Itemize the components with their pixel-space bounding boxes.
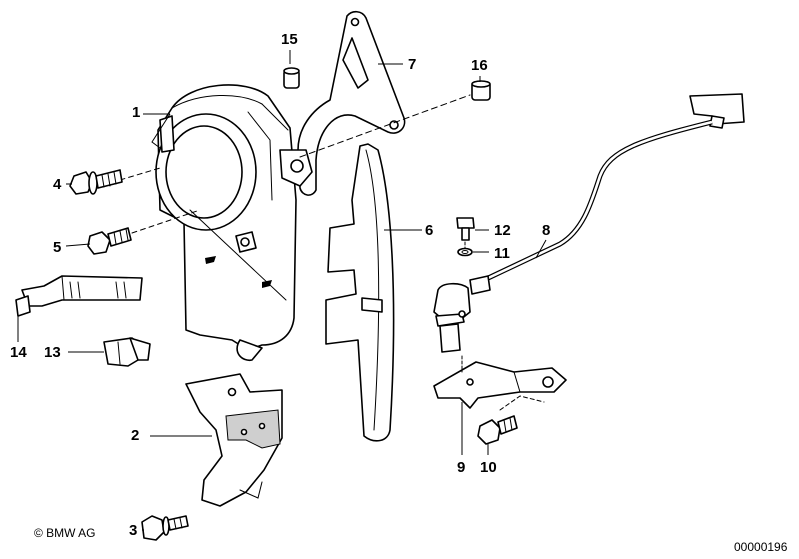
callout-3: 3: [129, 522, 138, 539]
part-15-sleeve: [283, 67, 300, 89]
callout-13: 13: [44, 344, 61, 361]
leader-lines: [17, 50, 547, 531]
part-14-strap: [15, 275, 143, 317]
callout-9: 9: [457, 459, 466, 476]
copyright-label: © BMW AG: [34, 526, 96, 540]
part-5-bolt: [87, 227, 132, 255]
drawing-number: 00000196: [734, 540, 788, 554]
part-13-clip: [103, 337, 151, 367]
callout-4: 4: [53, 176, 62, 193]
part-16-sleeve: [471, 80, 491, 101]
part-6-guide-rail: [325, 143, 395, 442]
part-4-bolt: [69, 169, 123, 195]
callout-14: 14: [10, 344, 27, 361]
callout-1: 1: [132, 104, 141, 121]
callout-15: 15: [281, 31, 298, 48]
part-10-bolt: [477, 415, 518, 445]
callout-6: 6: [425, 222, 434, 239]
part-7-bracket: [297, 10, 406, 196]
callout-5: 5: [53, 239, 62, 256]
callout-12: 12: [494, 222, 511, 239]
callout-11: 11: [494, 245, 510, 262]
part-8-sensor: [433, 93, 745, 353]
callout-10: 10: [480, 459, 497, 476]
part-9-sensor-bracket: [433, 361, 567, 409]
part-11-washer: [457, 247, 473, 257]
callout-16: 16: [471, 57, 488, 74]
callout-2: 2: [131, 427, 140, 444]
part-2-lower-cover: [185, 373, 283, 507]
part-12-bolt: [456, 217, 475, 241]
part-3-bolt: [141, 515, 189, 541]
callout-8: 8: [542, 222, 551, 239]
part-1-timing-cover: [155, 84, 313, 362]
callout-7: 7: [408, 56, 417, 73]
